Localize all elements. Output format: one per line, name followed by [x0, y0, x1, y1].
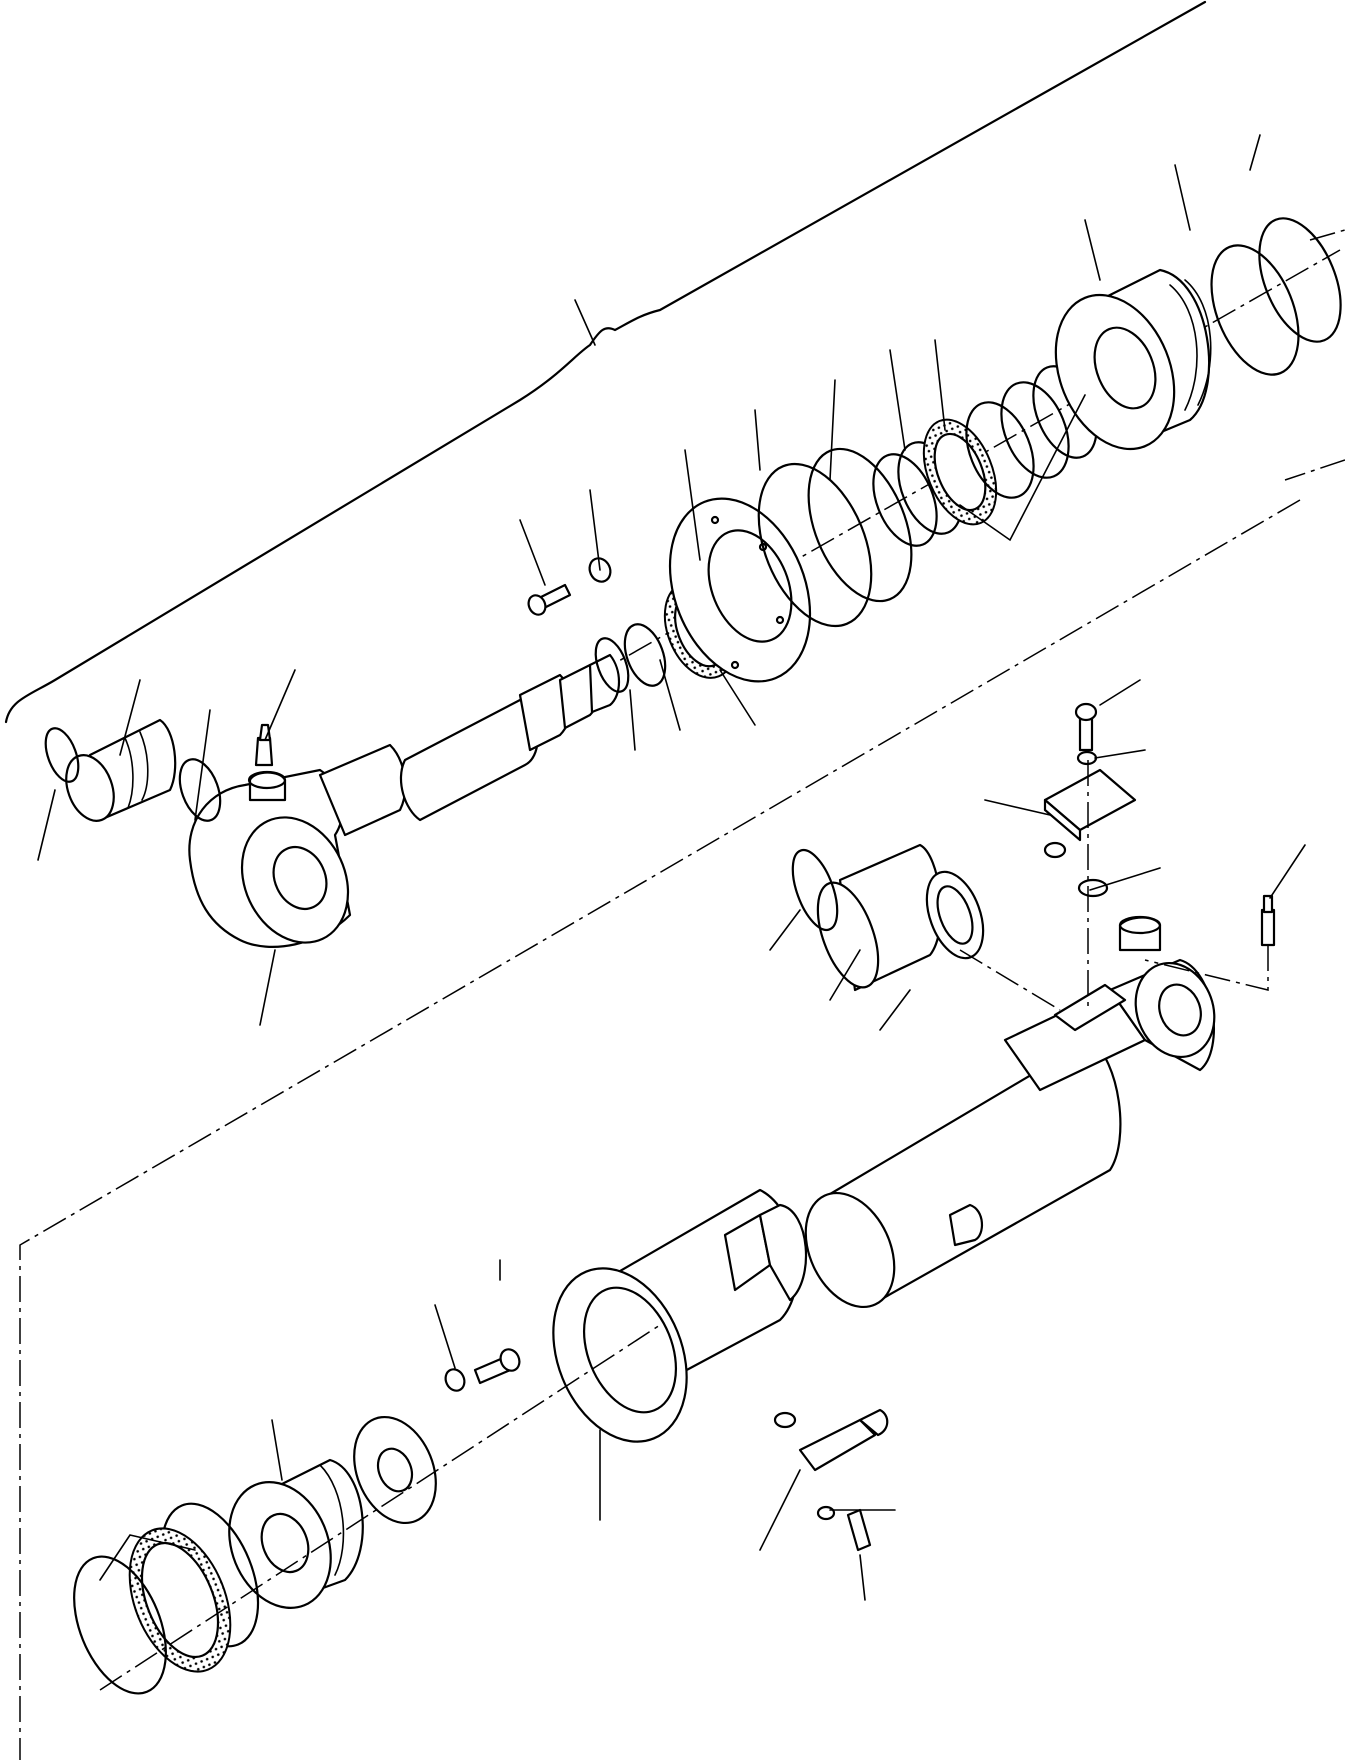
callout-leader-23: [1269, 844, 1306, 899]
callout-leader-8: [629, 689, 636, 751]
hydraulic-port-screw-upper: [1074, 702, 1098, 752]
rod-end-eye: [188, 768, 352, 948]
callout-leader-9: [659, 659, 681, 731]
hydraulic-port-block-upper: [1043, 768, 1137, 859]
port-o-ring-upper: [1077, 878, 1109, 898]
hydraulic-port-block-lower: [798, 1408, 889, 1472]
callout-leader-6: [519, 519, 546, 586]
callout-leader-24: [769, 909, 801, 951]
backup-ring: [757, 462, 873, 628]
lower-piston: [228, 1458, 364, 1609]
callout-leader-29: [759, 1469, 801, 1551]
callout-leader-10: [719, 669, 756, 726]
grease-axis: [1144, 945, 1269, 991]
lower-wear-band-inner: [140, 1541, 220, 1659]
piston-nut: [353, 1415, 437, 1525]
callout-leader-1: [37, 789, 56, 861]
centerline-frame-right: [1284, 229, 1345, 481]
bushing-axis: [959, 949, 1061, 1011]
lower-axis: [99, 1324, 661, 1691]
callout-leader-13: [829, 379, 836, 481]
callout-leader-15: [934, 339, 946, 431]
callout-leader-3: [194, 709, 211, 821]
callout-leader-4: [264, 669, 296, 741]
grease-nipple-lower: [1260, 894, 1276, 947]
callout-leader-2: [119, 679, 141, 756]
piston-ring-1: [872, 453, 938, 547]
callout-leader-17: [1174, 164, 1191, 231]
port-washer-upper: [1076, 750, 1098, 766]
callout-leader-22: [1089, 867, 1161, 891]
callout-leader-19: [1099, 679, 1141, 706]
lower-seal-group-bracket: [99, 1534, 196, 1581]
piston: [1054, 268, 1212, 451]
head-washer: [444, 1368, 466, 1392]
callout-leader-31: [859, 1554, 866, 1601]
cylinder-barrel: [804, 915, 1216, 1309]
piston-ring-3: [965, 401, 1035, 499]
cylinder-head-tube: [552, 1188, 808, 1443]
callout-leaders: [37, 134, 1306, 1601]
callout-leader-33: [271, 1419, 283, 1481]
callout-leader-26: [879, 989, 911, 1031]
callout-leader-16: [1084, 219, 1101, 281]
rod-eye-bushing: [44, 718, 222, 822]
callout-leader-12: [754, 409, 761, 471]
head-screw: [473, 1348, 521, 1385]
rod-seal-ring-2: [623, 623, 667, 687]
piston-wear-band-inner: [933, 432, 987, 512]
piston-rod: [318, 653, 621, 837]
callout-leader-7: [589, 489, 601, 571]
piston-ring-4: [1000, 381, 1070, 479]
o-ring-large: [807, 447, 913, 603]
callout-leader-5: [259, 949, 276, 1026]
callout-leader-18: [1249, 134, 1261, 171]
hydraulic-port-screw-lower: [846, 1508, 872, 1552]
callout-leader-11: [684, 449, 701, 561]
gland-flange: [668, 497, 812, 683]
gland-screw: [527, 583, 572, 616]
rod-seal-ring-1: [594, 637, 630, 693]
callout-leader-28: [434, 1304, 456, 1369]
piston-retaining-ring: [1258, 217, 1342, 343]
rod-assembly-bracket: [4, 0, 1207, 724]
port-washer-lower: [816, 1505, 836, 1521]
callout-leader-14: [889, 349, 906, 451]
callout-leader-21: [984, 799, 1051, 816]
lower-piston-ring-2: [73, 1555, 167, 1695]
callout-leader-25: [829, 949, 861, 1001]
centerline-frame-diagonal: [19, 499, 1301, 1760]
rod-assembly-bracket-tick: [574, 299, 596, 346]
base-eye-bushing: [791, 843, 985, 992]
callout-leader-20: [1094, 749, 1146, 759]
piston-seal-ring: [1210, 244, 1300, 376]
seal-group-bracket: [959, 394, 1086, 542]
port-o-ring-lower: [773, 1411, 797, 1429]
